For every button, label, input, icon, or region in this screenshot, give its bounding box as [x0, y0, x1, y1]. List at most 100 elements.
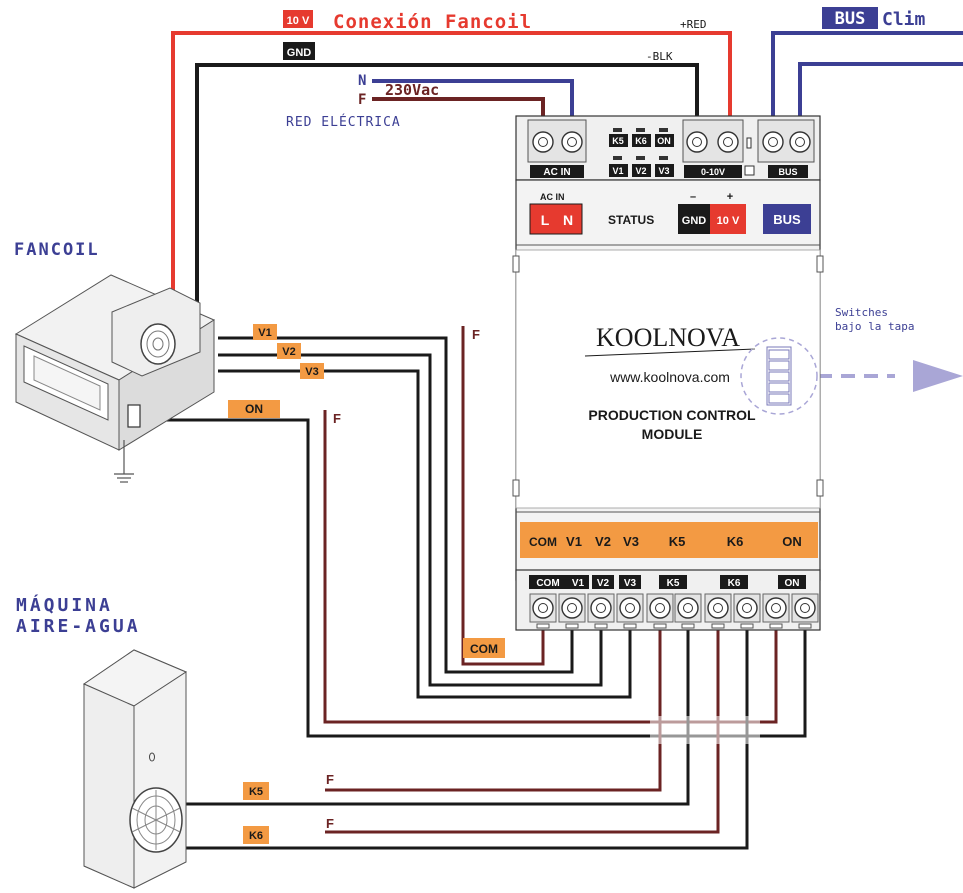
red-tag: +RED	[680, 18, 707, 31]
badge-10v-bg	[283, 10, 313, 28]
switches-note-line2: bajo la tapa	[835, 320, 914, 333]
machine-title-line2: AIRE-AGUA	[16, 616, 141, 637]
v3-tag-bg	[300, 363, 324, 379]
module-side-notch-right-2	[816, 479, 824, 497]
supply-voltage: 230Vac	[385, 81, 439, 99]
status-label: STATUS	[608, 213, 654, 227]
top-label-range-square	[744, 165, 755, 176]
terminal-foot	[536, 623, 550, 629]
bottom-label-bg	[659, 575, 687, 589]
f-label-k6: F	[326, 816, 334, 831]
top-label-on-bg	[655, 134, 674, 147]
f-label-k5: F	[326, 772, 334, 787]
brand-underline	[584, 348, 756, 357]
top-label-v3-bg	[655, 164, 674, 177]
bottom-label-k5: K5	[667, 578, 680, 589]
bus-title: Clim	[882, 9, 926, 30]
screw-icon	[794, 597, 816, 619]
output-label-on: ON	[782, 534, 802, 549]
screw-icon	[736, 597, 758, 619]
dip-switch-4	[768, 382, 790, 393]
screw-icon	[532, 597, 554, 619]
fancoil-control-box	[127, 404, 141, 428]
led-k5	[613, 128, 622, 132]
gnd-status-bg	[678, 204, 710, 234]
wire-v1	[218, 336, 574, 674]
com-tag-bg	[463, 638, 505, 658]
wire-k5	[186, 630, 690, 806]
screw-icon	[561, 131, 583, 153]
top-label-v1: V1	[612, 166, 623, 176]
top-label-bus-bg	[768, 165, 808, 178]
dip-switch-5	[768, 393, 790, 404]
brand-logo: KOOLNOVA	[596, 323, 740, 352]
led-v1	[613, 156, 622, 160]
top-label-ac-in-bg	[530, 165, 584, 178]
on-tag: ON	[245, 402, 263, 416]
blk-tag: -BLK	[646, 50, 673, 63]
machine-title-line1: MÁQUINA	[16, 594, 113, 616]
k6-tag-bg	[243, 826, 269, 844]
bottom-label-on: ON	[785, 578, 800, 589]
f-label-com: F	[472, 327, 480, 342]
screw-icon	[619, 597, 641, 619]
bottom-label-bg	[619, 575, 641, 589]
screw-icon	[762, 131, 784, 153]
screw-icon	[532, 131, 554, 153]
bottom-label-bg	[778, 575, 806, 589]
terminal-foot	[565, 623, 579, 629]
top-label-range: 0-10V	[701, 167, 725, 177]
terminal-foot	[623, 623, 637, 629]
dip-switch-2	[768, 360, 790, 371]
screw-icon	[768, 137, 778, 147]
top-label-k6: K6	[635, 136, 647, 146]
bus-status: BUS	[773, 212, 801, 227]
screw-icon	[567, 137, 577, 147]
output-label-v1: V1	[566, 534, 582, 549]
wire-gnd-black	[195, 63, 699, 318]
l-label: L	[541, 212, 550, 228]
terminal-foot	[594, 623, 608, 629]
top-label-bus: BUS	[778, 167, 797, 177]
top-label-range-bg	[684, 165, 742, 178]
screw-icon	[649, 597, 671, 619]
n-label: N	[563, 212, 573, 228]
top-labels: 10 V Conexión Fancoil +RED GND -BLK BUS …	[283, 7, 926, 130]
production-control-module: AC IN K5 K6 ON V1 V2 V3 0-10V BUS AC IN …	[512, 115, 824, 631]
ten-v-status: 10 V	[717, 215, 740, 227]
ac-in-small: AC IN	[540, 192, 565, 202]
screw-icon	[683, 603, 693, 613]
top-label-ac-in: AC IN	[543, 167, 570, 178]
terminal-foot	[653, 623, 667, 629]
bus-badge-bg	[822, 7, 878, 29]
screw-icon	[707, 597, 729, 619]
bottom-label-bg	[567, 575, 589, 589]
bottom-label-bg	[592, 575, 614, 589]
wire-v3	[218, 369, 632, 699]
machine-right	[133, 671, 187, 889]
v2-tag: V2	[282, 346, 295, 358]
top-label-on: ON	[657, 136, 671, 146]
led-v3	[659, 156, 668, 160]
bus-badge: BUS	[835, 9, 866, 29]
wire-10v-red	[171, 31, 732, 305]
top-label-v1-bg	[609, 164, 628, 177]
terminal-foot	[681, 623, 695, 629]
terminal-foot	[711, 623, 725, 629]
top-terminals	[527, 119, 815, 163]
screw-icon	[596, 603, 606, 613]
minus-sign: –	[690, 191, 696, 203]
output-label-v2: V2	[595, 534, 611, 549]
fan-icon	[140, 323, 176, 365]
top-label-v3: V3	[658, 166, 669, 176]
ln-badge-bg	[529, 203, 583, 235]
screw-icon	[765, 597, 787, 619]
wire-n-blue	[372, 79, 574, 118]
output-label-k5: K5	[669, 534, 686, 549]
bottom-label-v1: V1	[572, 578, 585, 589]
led-0-10v	[746, 137, 752, 149]
module-side-notch-left	[512, 255, 520, 273]
screw-icon	[538, 137, 548, 147]
output-label-com: COM	[529, 535, 557, 549]
v2-tag-bg	[277, 343, 301, 359]
